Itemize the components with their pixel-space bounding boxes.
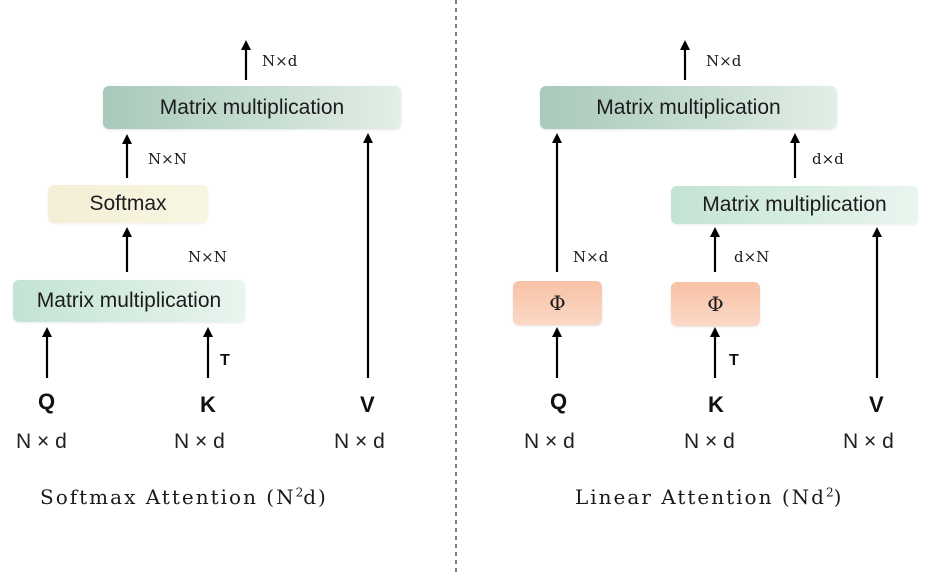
right-caption: Linear Attention (Nd2) (575, 485, 843, 509)
right-caption-sup: 2 (825, 485, 834, 500)
right-q-dim: N × d (524, 430, 575, 453)
left-matmul-output-dim: N×N (188, 248, 227, 266)
left-v-label: V (360, 392, 375, 417)
left-softmax-output-dim: N×N (148, 150, 187, 168)
right-k-transpose: T (729, 352, 739, 369)
right-phi-k-box: Φ (671, 282, 760, 326)
left-caption: Softmax Attention (N2d) (40, 485, 328, 509)
right-phi-k-dim: d×N (734, 248, 770, 266)
right-mid-matmul-box: Matrix multiplication (671, 186, 918, 224)
right-phi-q-dim: N×d (573, 248, 609, 266)
left-output-dim: N×d (262, 52, 298, 70)
left-k-transpose: T (220, 352, 230, 369)
right-phi-q-box: Φ (513, 281, 602, 325)
right-q-label: Q (550, 389, 568, 414)
right-caption-prefix: Linear Attention (Nd (575, 485, 826, 509)
right-k-label: K (708, 392, 724, 417)
right-k-dim: N × d (684, 430, 735, 453)
left-caption-prefix: Softmax Attention (N (40, 485, 296, 509)
left-v-dim: N × d (334, 430, 385, 453)
left-k-dim: N × d (174, 430, 225, 453)
left-top-matmul-box: Matrix multiplication (103, 86, 401, 129)
left-caption-sup: 2 (295, 485, 304, 500)
right-v-label: V (869, 392, 884, 417)
right-caption-suffix: ) (833, 485, 844, 509)
left-caption-suffix: d) (303, 485, 328, 509)
left-q-dim: N × d (16, 430, 67, 453)
right-output-dim: N×d (706, 52, 742, 70)
left-k-label: K (200, 392, 216, 417)
right-v-dim: N × d (843, 430, 894, 453)
left-bottom-matmul-box: Matrix multiplication (13, 280, 245, 322)
left-softmax-box: Softmax (48, 185, 208, 223)
right-top-matmul-box: Matrix multiplication (540, 86, 837, 129)
right-mid-output-dim: d×d (812, 150, 844, 168)
left-q-label: Q (38, 389, 56, 414)
